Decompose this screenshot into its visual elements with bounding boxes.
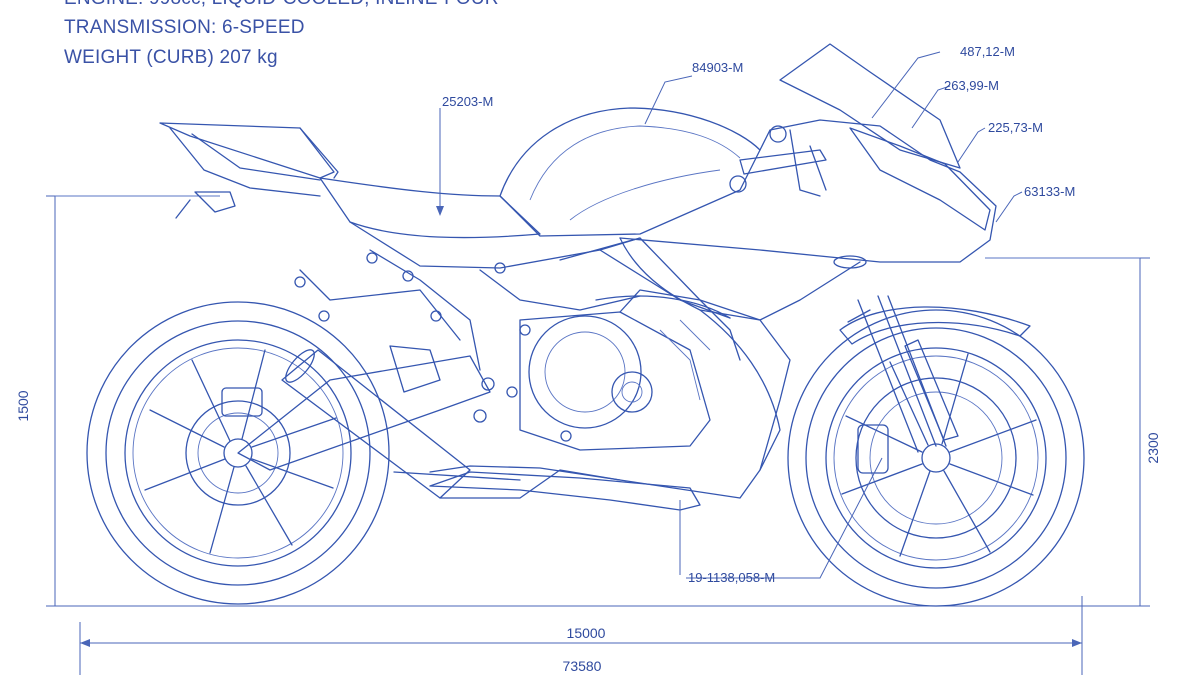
muffler [281, 349, 471, 499]
callout-windscreen: 487,12-M [960, 44, 1015, 59]
dimension-lines [46, 195, 1150, 675]
seat-and-tank [319, 107, 761, 239]
exhaust [281, 349, 621, 499]
frame [294, 221, 731, 371]
front-brake-disc [855, 377, 1017, 539]
tail-cowl [159, 122, 335, 179]
callout-mirror: 263,99-M [944, 78, 999, 93]
rear-brake-disc [185, 400, 291, 506]
belly-pan [429, 471, 701, 511]
fairing [429, 43, 997, 511]
spec-weight: WEIGHT (CURB) 207 kg [64, 47, 278, 68]
spec-transmission: TRANSMISSION: 6-SPEED [64, 17, 305, 38]
callout-seat: 25203-M [442, 94, 493, 109]
rear-caliper [221, 387, 263, 417]
spec-engine: ENGINE: 998cc, LIQUID-COOLED, INLINE-FOU… [64, 0, 499, 10]
windscreen [779, 43, 961, 169]
front-hub [921, 443, 951, 473]
front-wheel [787, 309, 1085, 607]
upper-fairing [619, 119, 997, 263]
tail-section [159, 122, 339, 219]
tail-light [194, 191, 236, 213]
overall-height-label: 1500 [15, 390, 31, 421]
wheelbase-label: 15000 [567, 625, 606, 641]
rear-spokes [144, 349, 337, 554]
front-height-label: 2300 [1145, 432, 1161, 463]
front-forks [839, 295, 1031, 453]
controls [729, 125, 827, 197]
front-fender [839, 306, 1031, 345]
lower-fairing [429, 237, 791, 499]
callout-fairing-upper: 225,73-M [988, 120, 1043, 135]
engine [506, 289, 741, 451]
rear-shock [389, 345, 441, 393]
engine-crankcase [528, 315, 642, 429]
callout-headlight: 63133-M [1024, 184, 1075, 199]
swingarm [237, 345, 495, 471]
rear-rim [124, 339, 352, 567]
rear-hub [223, 438, 253, 468]
headlight-housing [849, 127, 991, 231]
rear-wheel [86, 301, 390, 605]
overall-length-label: 73580 [563, 658, 602, 674]
callout-belly-pan: 19-1138,058-M [688, 570, 775, 585]
front-spokes [841, 353, 1037, 557]
callout-tank: 84903-M [692, 60, 743, 75]
callout-leaders [436, 51, 1023, 579]
seat [319, 177, 541, 239]
rear-tire-outer [86, 301, 390, 605]
fuel-tank [499, 107, 761, 237]
front-rim [825, 347, 1047, 569]
front-tire-outer [787, 309, 1085, 607]
front-caliper [857, 424, 889, 474]
